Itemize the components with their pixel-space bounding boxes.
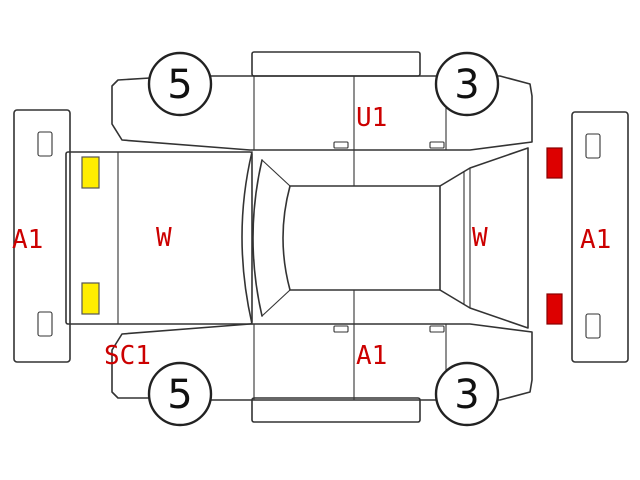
code-rear-glass: W bbox=[472, 223, 488, 253]
rear-bumper-panel bbox=[571, 111, 629, 363]
code-roof: U1 bbox=[356, 103, 387, 133]
svg-text:5: 5 bbox=[167, 62, 192, 108]
code-rear-bumper: A1 bbox=[580, 225, 611, 255]
rear-lamp-upper bbox=[546, 147, 563, 179]
tire-front-right: 5 bbox=[147, 361, 213, 427]
code-front-bumper: A1 bbox=[12, 225, 43, 255]
tire-rear-right: 3 bbox=[434, 361, 500, 427]
front-bumper-panel bbox=[13, 109, 71, 363]
front-lamp-lower bbox=[81, 282, 100, 315]
tire-rear-left: 3 bbox=[434, 51, 500, 117]
top-view-body bbox=[65, 147, 529, 329]
tire-front-left: 5 bbox=[147, 51, 213, 117]
code-left-door: A1 bbox=[356, 341, 387, 371]
code-front-glass: W bbox=[156, 223, 172, 253]
front-lamp-upper bbox=[81, 156, 100, 189]
svg-text:5: 5 bbox=[167, 372, 192, 418]
rear-lamp-lower bbox=[546, 293, 563, 325]
svg-text:3: 3 bbox=[454, 62, 479, 108]
upper-side-strips bbox=[251, 51, 421, 423]
code-left-lower: SC1 bbox=[104, 341, 151, 371]
svg-text:3: 3 bbox=[454, 372, 479, 418]
